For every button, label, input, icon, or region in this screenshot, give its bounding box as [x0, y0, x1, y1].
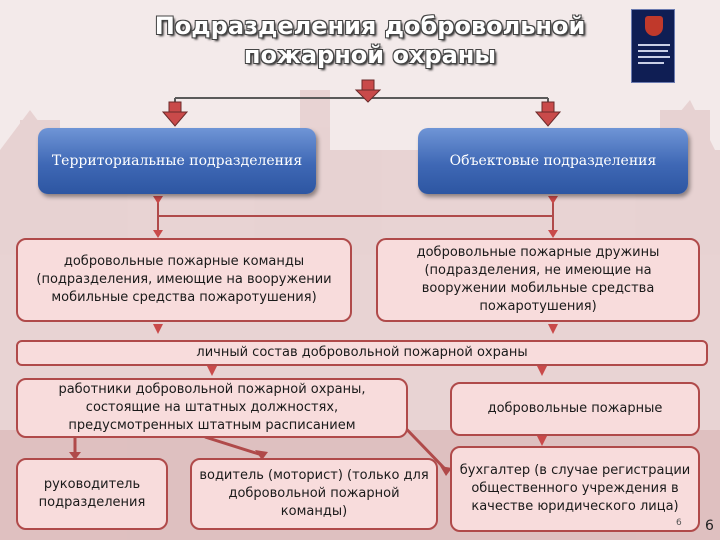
volunteer-fire-teams-box: добровольные пожарные команды (подраздел…	[16, 238, 352, 322]
volunteer-fire-brigades-box: добровольные пожарные дружины (подраздел…	[376, 238, 700, 322]
staff-workers-label: работники добровольной пожарной охраны, …	[58, 382, 366, 433]
page-number: 6	[705, 518, 714, 534]
volunteer-fire-teams-label: добровольные пожарные команды (подраздел…	[36, 254, 332, 305]
volunteers-label: добровольные пожарные	[487, 401, 663, 416]
accountant-box: бухгалтер (в случае регистрации обществе…	[450, 446, 700, 532]
territorial-units-box: Территориальные подразделения	[38, 128, 316, 194]
accountant-label: бухгалтер (в случае регистрации обществе…	[459, 463, 691, 514]
driver-box: водитель (моторист) (только для добровол…	[190, 458, 438, 530]
object-units-box: Объектовые подразделения	[418, 128, 688, 194]
driver-label: водитель (моторист) (только для добровол…	[199, 468, 429, 519]
personnel-label: личный состав добровольной пожарной охра…	[196, 345, 528, 360]
unit-head-box: руководитель подразделения	[16, 458, 168, 530]
page-title: Подразделения добровольной пожарной охра…	[154, 12, 586, 69]
object-units-label: Объектовые подразделения	[449, 153, 657, 169]
territorial-units-label: Территориальные подразделения	[51, 153, 303, 169]
coat-of-arms-icon	[645, 16, 663, 36]
emblem-logo	[631, 9, 675, 83]
personnel-bar: личный состав добровольной пожарной охра…	[16, 340, 708, 366]
volunteer-fire-brigades-label: добровольные пожарные дружины (подраздел…	[416, 245, 660, 314]
unit-head-label: руководитель подразделения	[38, 477, 146, 510]
staff-workers-box: работники добровольной пожарной охраны, …	[16, 378, 408, 438]
volunteers-box: добровольные пожарные	[450, 382, 700, 436]
page-number-small: 6	[676, 518, 682, 528]
